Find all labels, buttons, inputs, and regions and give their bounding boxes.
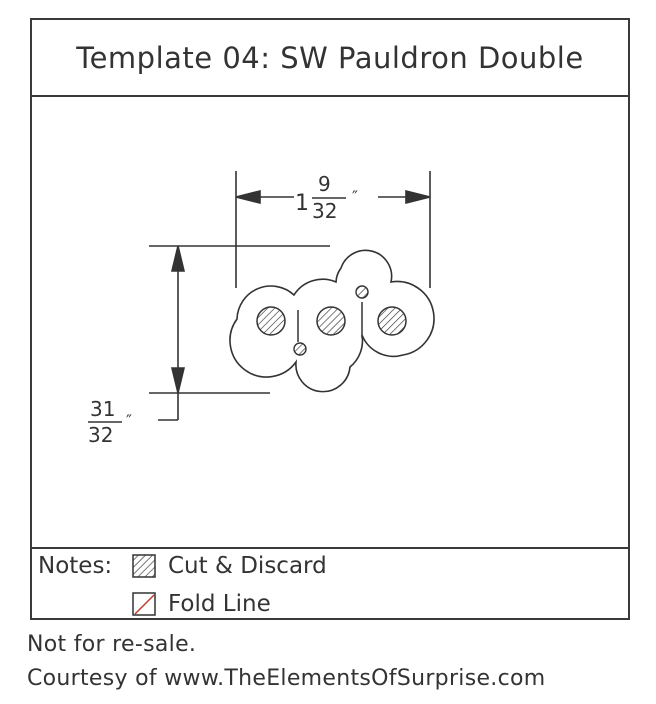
cut-hole-left xyxy=(256,306,286,336)
width-denominator: 32 xyxy=(312,199,337,223)
template-drawing: 1 9 32 ″ 31 32 ″ xyxy=(88,171,435,447)
note-cut-discard-label: Cut & Discard xyxy=(168,553,327,579)
resale-notice: Not for re-sale. xyxy=(27,632,197,657)
note-cut-discard: Cut & Discard xyxy=(132,553,327,579)
height-denominator: 32 xyxy=(88,423,113,447)
width-numerator: 9 xyxy=(318,172,331,196)
height-unit: ″ xyxy=(126,411,132,430)
cut-hole-right xyxy=(377,306,407,336)
title-bar: Template 04: SW Pauldron Double xyxy=(32,20,628,97)
note-fold-line-label: Fold Line xyxy=(168,591,271,617)
width-whole: 1 xyxy=(295,191,309,216)
small-hole-lower xyxy=(293,342,307,356)
pauldron-outline xyxy=(229,249,435,393)
cut-hole-center xyxy=(316,306,346,336)
small-hole-upper xyxy=(355,285,369,299)
hatched-square-icon xyxy=(132,554,156,578)
notes-label: Notes: xyxy=(38,553,113,579)
courtesy-link: Courtesy of www.TheElementsOfSurprise.co… xyxy=(27,666,546,691)
height-numerator: 31 xyxy=(90,397,115,421)
template-frame: Template 04: SW Pauldron Double 1 9 32 ″ xyxy=(30,18,630,620)
height-dimension xyxy=(149,245,330,421)
width-unit: ″ xyxy=(352,187,358,206)
note-fold-line: Fold Line xyxy=(132,591,271,617)
width-dimension xyxy=(235,171,431,288)
template-title: Template 04: SW Pauldron Double xyxy=(76,40,584,75)
notes-section: Notes: Cut & Discard Fold Line xyxy=(32,547,628,620)
fold-line-square-icon xyxy=(132,592,156,616)
